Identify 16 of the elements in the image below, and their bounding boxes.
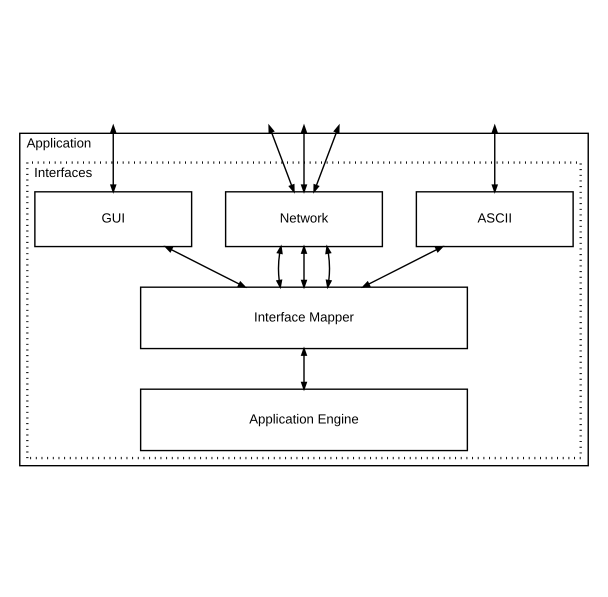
arrow	[313, 123, 340, 194]
arrow	[276, 244, 283, 289]
arrow	[300, 244, 308, 289]
node-box: ASCII	[416, 190, 574, 247]
arrow	[491, 123, 498, 194]
node-box: Network	[224, 190, 384, 247]
arrow	[300, 346, 308, 391]
arrow	[300, 123, 308, 194]
node-box: Interface Mapper	[140, 286, 468, 349]
arrow	[110, 123, 117, 194]
arrow	[268, 123, 295, 194]
arrow	[360, 245, 445, 288]
node-box: GUI	[34, 190, 192, 247]
node-box: Application Engine	[140, 388, 468, 451]
arrow	[163, 245, 248, 288]
arrow	[325, 244, 332, 289]
